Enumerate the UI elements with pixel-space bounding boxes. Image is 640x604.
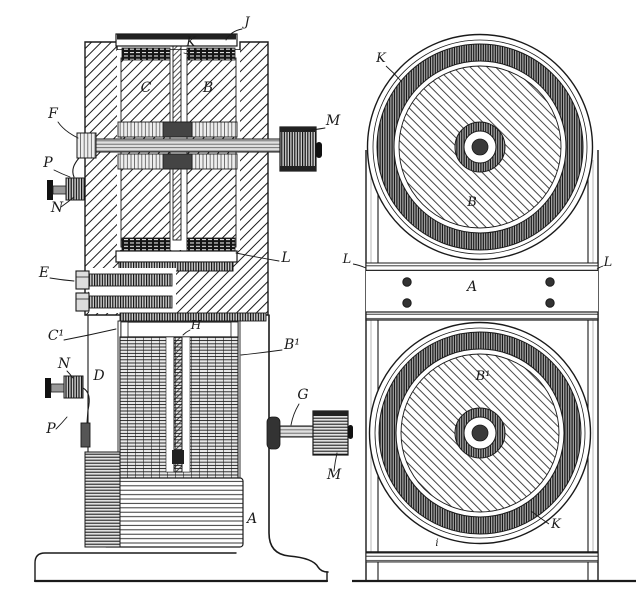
- shaft-collar: [76, 132, 97, 159]
- lower-spindle: [172, 168, 182, 241]
- base-pedestal: [33, 552, 329, 583]
- leader-F-shaft: [57, 121, 79, 139]
- part-label-A-left: A: [245, 511, 257, 527]
- part-label-C-block: C: [141, 80, 152, 96]
- leader-B1-left: [240, 349, 283, 356]
- part-label-P-lower: P: [45, 421, 56, 437]
- leader-K-top-right: [385, 65, 402, 82]
- part-label-J-top: J: [241, 15, 250, 30]
- part-label-K-top-right: K: [375, 51, 387, 66]
- part-label-B-block: B: [202, 80, 213, 96]
- part-label-i-mark: i: [435, 538, 438, 549]
- leader-K-bottom-right: [530, 510, 550, 525]
- adjuster-block: [84, 451, 121, 548]
- knob-m-upper: [279, 126, 322, 172]
- leader-K-top: [183, 48, 197, 55]
- part-label-D-col: D: [92, 368, 104, 384]
- part-label-N-upper: N: [50, 200, 64, 216]
- leader-H-plate: [182, 329, 191, 336]
- leader-M-lower: [333, 452, 338, 472]
- part-label-N-lower: N: [57, 356, 71, 372]
- right-leader-lines: [352, 65, 604, 525]
- shaft-g: [279, 425, 314, 438]
- tension-wire: [72, 157, 80, 178]
- leader-N-upper: [60, 196, 75, 208]
- left-part-labels: K J C B F M P N L E C¹ H B¹ N D P G M A: [38, 15, 342, 527]
- leader-L-right: [596, 265, 604, 270]
- part-label-L-mid: L: [280, 250, 290, 266]
- leader-L-left: [352, 263, 367, 269]
- leader-P-lower: [55, 416, 68, 430]
- part-label-C1-left: C¹: [48, 328, 64, 344]
- lower-spool: [102, 477, 244, 548]
- leader-C1-left: [63, 328, 117, 341]
- bolt: [402, 298, 412, 308]
- figure-left-sectional-view: K J C B F M P N L E C¹ H B¹ N D P G M A: [33, 15, 353, 583]
- middle-disc-section: [115, 237, 238, 272]
- knob-m-lower: [312, 410, 353, 456]
- column-and-knob-g: [266, 314, 353, 573]
- plate-h: [120, 321, 239, 338]
- part-label-B1-disc-bottom: B¹: [475, 369, 491, 384]
- core-stem: [173, 336, 183, 473]
- leader-L-mid: [235, 252, 280, 262]
- leader-J-top: [225, 28, 243, 41]
- upper-spindle: [172, 45, 182, 125]
- frame-base: [352, 551, 636, 583]
- leader-E-stud: [49, 277, 75, 282]
- shaft-f: [95, 138, 282, 153]
- part-label-P-upper: P: [42, 155, 53, 171]
- bolt: [545, 298, 555, 308]
- disc-b1-bottom: [368, 321, 592, 545]
- leader-N-lower: [66, 370, 74, 379]
- part-label-M-lower: M: [326, 467, 342, 483]
- bolt: [402, 277, 412, 287]
- clamp-upper: [47, 177, 86, 201]
- leader-P-upper: [53, 169, 71, 178]
- shaft-f-assembly: [72, 121, 322, 241]
- part-label-L-right: L: [603, 255, 613, 270]
- clamp-lower: [45, 375, 91, 448]
- studs-e: [75, 268, 176, 313]
- leader-G-shaft: [290, 403, 300, 426]
- figure-right-front-view: K B L L A B¹ Ki: [342, 33, 636, 583]
- part-label-B-disc-top: B: [466, 195, 477, 210]
- left-leader-lines: [49, 28, 338, 472]
- frame-rails: [365, 150, 599, 580]
- leader-M-upper: [303, 127, 326, 132]
- part-label-B1-left: B¹: [283, 337, 300, 353]
- part-label-G-shaft: G: [297, 387, 308, 403]
- right-part-labels: K B L L A B¹ Ki: [342, 51, 613, 549]
- part-label-F-shaft: F: [47, 106, 59, 122]
- disc-b-top: [366, 33, 594, 261]
- bolt: [545, 277, 555, 287]
- part-label-L-left: L: [342, 252, 352, 267]
- part-label-E-stud: E: [38, 265, 49, 281]
- cross-plate-a: [365, 262, 599, 321]
- part-label-K-top: K: [185, 35, 197, 50]
- part-label-A-plate: A: [465, 279, 477, 295]
- part-label-H-plate: H: [190, 318, 202, 332]
- part-label-M-upper: M: [325, 113, 341, 129]
- column-a: [268, 314, 329, 573]
- top-disc-section: [115, 33, 238, 125]
- coil-b1-section: [84, 312, 267, 548]
- part-label-K-bottom-right: K: [550, 517, 562, 532]
